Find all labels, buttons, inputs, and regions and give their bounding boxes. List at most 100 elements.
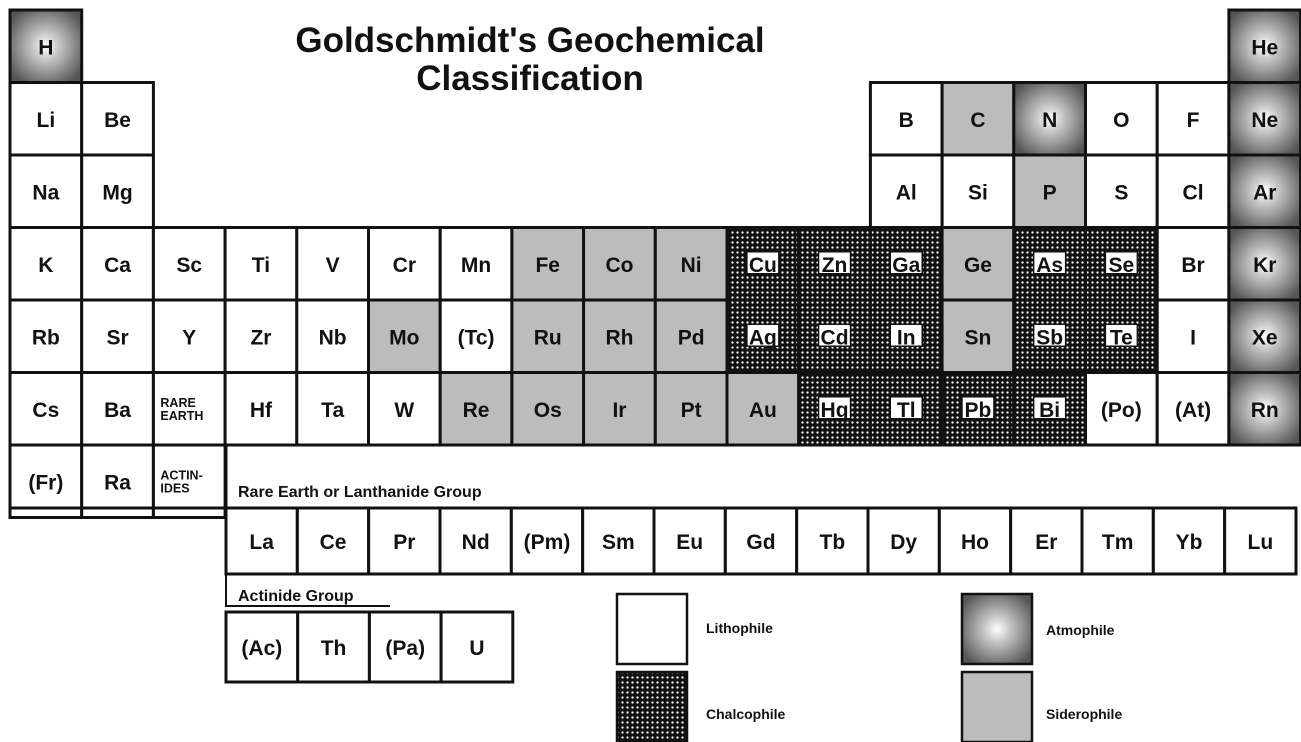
element-cell-kr-symbol: Kr xyxy=(1253,254,1276,277)
lanthanide-cell-pr: Pr xyxy=(367,506,442,576)
lanthanide-cell-nd-symbol: Nd xyxy=(462,531,490,554)
element-cell-s-box xyxy=(1084,153,1159,229)
element-cell-cd: Cd xyxy=(797,298,872,374)
element-cell-f-symbol: F xyxy=(1187,109,1200,132)
element-cell-ir: Ir xyxy=(582,371,657,447)
element-cell-o-symbol: O xyxy=(1113,109,1129,132)
element-cell-rareearth-box xyxy=(151,371,227,447)
element-cell-he-symbol: He xyxy=(1251,36,1278,59)
element-cell-rh-box xyxy=(582,298,657,374)
element-cell-w: W xyxy=(367,371,442,447)
element-cell-pd-box xyxy=(653,298,729,374)
element-cell-rb: Rb xyxy=(8,298,84,374)
element-cell-sb-label-plate xyxy=(1032,323,1067,347)
element-cell-zr-box xyxy=(223,298,299,374)
lanthanide-cell-lu: Lu xyxy=(1223,506,1298,576)
element-cell-mg-box xyxy=(80,153,155,229)
element-cell-xe: Xe xyxy=(1227,298,1301,374)
element-cell-zr: Zr xyxy=(223,298,299,374)
element-cell-se-symbol: Se xyxy=(1109,254,1135,277)
lanthanide-cell-ho-symbol: Ho xyxy=(961,531,989,554)
legend-swatch-atmophile xyxy=(960,592,1034,666)
element-cell-rn: Rn xyxy=(1227,371,1301,447)
lanthanide-cell-sm-symbol: Sm xyxy=(602,531,635,554)
actinide-cell-ac: (Ac) xyxy=(224,610,300,684)
element-cell-rareearth-label-0: RARE xyxy=(160,396,195,410)
element-cell-y: Y xyxy=(151,298,227,374)
lanthanide-cell-la: La xyxy=(224,506,299,576)
element-cell-pd: Pd xyxy=(653,298,729,374)
legend-swatch-chalcophile xyxy=(615,670,689,742)
element-cell-s-symbol: S xyxy=(1114,181,1128,204)
element-cell-o: O xyxy=(1084,81,1159,157)
element-cell-bi-label-plate xyxy=(1032,396,1067,420)
element-cell-zn-label-plate xyxy=(817,251,852,275)
element-cell-k-symbol: K xyxy=(38,254,53,277)
element-cell-cu-label-plate xyxy=(746,251,780,275)
actinide-cell-ac-symbol: (Ac) xyxy=(241,637,282,660)
element-cell-tc: (Tc) xyxy=(438,298,514,374)
diagram-title: Goldschmidt's Geochemical Classification xyxy=(230,22,830,98)
element-cell-actinides-label-0: ACTIN- xyxy=(160,468,202,482)
element-cell-rb-box xyxy=(8,298,84,374)
element-cell-hg: Hg xyxy=(797,371,872,447)
element-cell-i-symbol: I xyxy=(1190,326,1196,349)
lanthanide-cell-gd-symbol: Gd xyxy=(746,531,775,554)
lanthanide-cell-pm-symbol: (Pm) xyxy=(524,531,571,554)
element-cell-h: H xyxy=(8,8,84,84)
actinide-group-label: Actinide Group xyxy=(238,588,354,605)
element-cell-ar-symbol: Ar xyxy=(1253,181,1276,204)
element-cell-sr-symbol: Sr xyxy=(106,326,128,349)
element-cell-actinides-label-1: IDES xyxy=(160,481,189,495)
legend-swatch-lithophile xyxy=(615,592,689,666)
element-cell-ag-label-plate xyxy=(746,323,780,347)
element-cell-fe-symbol: Fe xyxy=(535,254,560,277)
element-cell-kr: Kr xyxy=(1227,226,1301,302)
element-cell-rb-symbol: Rb xyxy=(32,326,60,349)
element-cell-kr-box xyxy=(1227,226,1301,302)
element-cell-pt: Pt xyxy=(653,371,729,447)
element-cell-li: Li xyxy=(8,81,84,157)
element-cell-sb: Sb xyxy=(1012,298,1087,374)
legend-label-chalcophile: Chalcophile xyxy=(706,706,786,722)
lanthanide-cell-pm: (Pm) xyxy=(509,506,585,576)
element-cell-rh: Rh xyxy=(582,298,657,374)
lanthanide-cell-nd: Nd xyxy=(438,506,513,576)
element-cell-te-symbol: Te xyxy=(1110,326,1133,349)
title-line-1: Goldschmidt's Geochemical xyxy=(295,21,765,60)
element-cell-si-symbol: Si xyxy=(968,181,988,204)
legend-label-atmophile: Atmophile xyxy=(1046,622,1115,638)
element-cell-k-box xyxy=(8,226,84,302)
element-cell-tl-label-plate xyxy=(889,396,923,420)
element-cell-y-symbol: Y xyxy=(182,326,196,349)
actinide-bracket xyxy=(225,574,390,607)
element-cell-n: N xyxy=(1012,81,1087,157)
element-cell-k: K xyxy=(8,226,84,302)
element-cell-he-box xyxy=(1227,8,1301,84)
actinide-cell-u-symbol: U xyxy=(469,637,484,660)
element-cell-at-symbol: (At) xyxy=(1175,399,1211,422)
legend-label-siderophile: Siderophile xyxy=(1046,706,1123,722)
lanthanide-cell-gd-box xyxy=(723,506,799,576)
lanthanide-cell-er: Er xyxy=(1009,506,1084,576)
element-cell-os-symbol: Os xyxy=(534,399,562,422)
element-cell-pb-label-plate xyxy=(961,396,995,420)
element-cell-be-box xyxy=(80,81,155,157)
actinide-cell-th-symbol: Th xyxy=(321,637,347,660)
element-cell-zn-symbol: Zn xyxy=(822,254,848,277)
element-cell-cl-symbol: Cl xyxy=(1183,181,1204,204)
element-cell-ru: Ru xyxy=(510,298,586,374)
element-cell-ba-symbol: Ba xyxy=(104,399,131,422)
element-cell-ir-symbol: Ir xyxy=(612,399,626,422)
element-cell-cu: Cu xyxy=(725,226,801,302)
element-cell-ge-symbol: Ge xyxy=(964,254,992,277)
element-cell-po-symbol: (Po) xyxy=(1101,399,1142,422)
element-cell-xe-symbol: Xe xyxy=(1252,326,1278,349)
lanthanide-cell-tb: Tb xyxy=(795,506,870,576)
element-cell-mn-symbol: Mn xyxy=(461,254,491,277)
element-cell-fr: (Fr) xyxy=(8,443,84,519)
element-cell-pb: Pb xyxy=(940,371,1016,447)
element-cell-rh-symbol: Rh xyxy=(605,326,633,349)
lanthanide-cell-dy: Dy xyxy=(866,506,941,576)
